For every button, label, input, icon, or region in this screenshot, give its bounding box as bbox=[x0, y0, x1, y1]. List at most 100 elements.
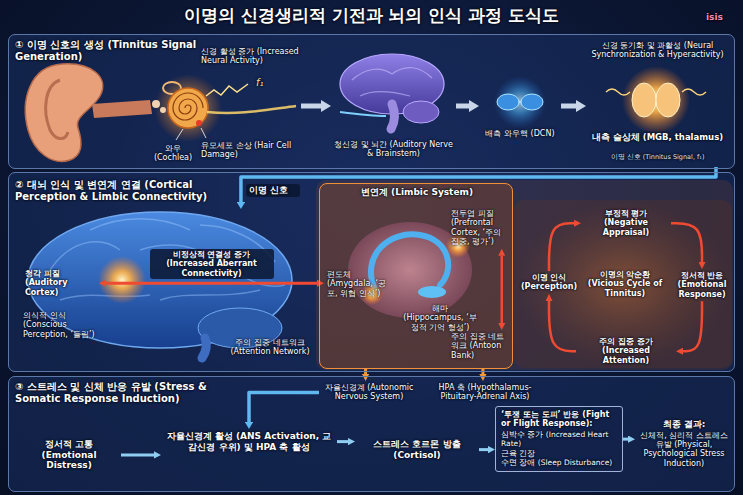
label-slot: f₁ bbox=[256, 77, 274, 89]
text-holder: 주의 집중 증가 (Increased Attention) bbox=[579, 337, 673, 365]
result-step: 최종 결과:신체적, 심리적 스트레스 유발 (Physical, Psycho… bbox=[635, 417, 733, 470]
edge-label-slot: 이명 신호 bbox=[246, 184, 300, 197]
text-holder: 내측 슬상체 (MGB, thalamus) bbox=[586, 132, 729, 142]
prefrontal-cortex: 전두엽 피질 (Prefrontal Cortex, ‘주의 집중, 평가’) bbox=[448, 207, 512, 249]
brainstem-illustration bbox=[340, 112, 386, 116]
text-holder: 정서적 반응 (Emotional Response) bbox=[675, 271, 729, 299]
node-fill bbox=[8, 376, 735, 492]
text-holder: ‘투쟁 또는 도피’ 반응 (Fight or Flight Response)… bbox=[501, 410, 617, 429]
step-text: 정서적 고통 (Emotional Distress) bbox=[20, 439, 118, 471]
cycle-step: 정서적 반응 (Emotional Response) bbox=[672, 269, 732, 301]
response-box: ‘투쟁 또는 도피’ 반응 (Fight or Flight Response)… bbox=[495, 406, 623, 472]
connector-label: 비정상적 연결성 증가 (Increased Aberrant Connecti… bbox=[150, 249, 274, 279]
step-text: 스트레스 호르몬 방출 (Cortisol) bbox=[358, 439, 476, 460]
ear-illustration bbox=[46, 80, 68, 139]
text-holder: 편도체 (Amygdala, ‘공포, 위협 인식’) bbox=[327, 270, 391, 298]
text-holder: 자율신경계 활성 (ANS Activation, 교감신경 우위) 및 HPA… bbox=[164, 431, 334, 452]
orange-region bbox=[514, 200, 732, 368]
text-holder: 해마 (Hippocampus, ‘부정적 기억 형성’) bbox=[401, 304, 479, 332]
brainstem-illustration bbox=[391, 104, 395, 129]
cortex-illustration bbox=[202, 338, 206, 358]
connector-arrow bbox=[249, 392, 319, 422]
text-holder: 유모세포 손상 (Hair Cell Damage) bbox=[201, 141, 299, 160]
part-label: 자율신경계 (Autonomic Nervous System) bbox=[322, 383, 416, 402]
thalamus-stage: 신경 동기화 및 과활성 (Neural Synchronization & H… bbox=[586, 39, 729, 167]
text-holder: 최종 결과: bbox=[638, 419, 730, 430]
title-slot: 이명의 신경생리적 기전과 뇌의 인식 과정 도식도 bbox=[0, 5, 743, 25]
dcn-stage: 배측 와우핵 (DCN) bbox=[479, 45, 561, 167]
cycle-step: 이명 인식 (Perception) bbox=[517, 271, 581, 294]
ear-illustration bbox=[160, 107, 166, 113]
connector-arrow bbox=[106, 282, 317, 285]
section-heading: ② 대뇌 인식 및 변연계 연결 (Cortical Perception & … bbox=[15, 179, 227, 203]
text-holder: 근육 긴장 bbox=[501, 450, 617, 459]
connector-arrow bbox=[683, 301, 702, 351]
text-holder: 수면 장애 (Sleep Disturbance) bbox=[501, 459, 617, 468]
ear-illustration bbox=[25, 64, 102, 162]
node-fill bbox=[495, 406, 623, 472]
text-holder: 스트레스 호르몬 방출 (Cortisol) bbox=[358, 439, 476, 460]
text-holder: 이명 신호 (Tinnitus Signal, f₁) bbox=[586, 154, 729, 162]
orange-region bbox=[316, 180, 733, 370]
ear-illustration bbox=[176, 129, 183, 140]
part-label: 신경 동기화 및 과활성 (Neural Synchronization & H… bbox=[586, 41, 729, 60]
thalamus-illustration bbox=[656, 83, 680, 117]
connector-arrow bbox=[671, 223, 702, 262]
process-step: 스트레스 호르몬 방출 (Cortisol) bbox=[355, 437, 479, 462]
cycle-text: 부정적 평가 (Negative Appraisal) bbox=[584, 209, 668, 237]
signal-label: 이명 신호 (Tinnitus Signal, f₁) bbox=[586, 154, 729, 162]
process-step: 자율신경계 활성 (ANS Activation, 교감신경 우위) 및 HPA… bbox=[161, 429, 337, 454]
step-text: 자율신경계 활성 (ANS Activation, 교감신경 우위) 및 HPA… bbox=[164, 431, 334, 452]
cycle-text: 주의 집중 증가 (Increased Attention) bbox=[579, 337, 673, 365]
text-holder: 심박수 증가 (Increased Heart Rate) bbox=[501, 431, 617, 449]
cycle-title: 이명의 악순환 (Vicious Cycle of Tinnitus) bbox=[586, 270, 664, 298]
text-holder: 배측 와우핵 (DCN) bbox=[479, 129, 561, 138]
section-heading: ③ 스트레스 및 신체 반응 유발 (Stress & Somatic Resp… bbox=[15, 381, 215, 405]
label-slot: 이명의 악순환 (Vicious Cycle of Tinnitus) bbox=[586, 270, 664, 298]
label-slot: isis bbox=[706, 12, 738, 23]
node-fill bbox=[8, 34, 735, 492]
part-label: 내측 슬상체 (MGB, thalamus) bbox=[586, 132, 729, 142]
part-label: 신경 활성 증가 (Increased Neural Activity) bbox=[201, 47, 299, 66]
process-step: 정서적 고통 (Emotional Distress) bbox=[17, 437, 121, 473]
section-panel: ③ 스트레스 및 신체 반응 유발 (Stress & Somatic Resp… bbox=[8, 376, 735, 492]
connector-arrow bbox=[549, 301, 576, 351]
ear-illustration bbox=[206, 84, 248, 96]
edge-label-slot: 비정상적 연결성 증가 (Increased Aberrant Connecti… bbox=[150, 249, 274, 279]
text-holder: 자율신경계 (Autonomic Nervous System) bbox=[322, 383, 416, 402]
cortex-illustration bbox=[28, 212, 292, 348]
part-label: 청각 피질 (Auditory Cortex) bbox=[25, 269, 97, 297]
section-heading: ① 이명 신호의 생성 (Tinnitus Signal Generation) bbox=[15, 39, 199, 63]
auditory-cortex: 청각 피질 (Auditory Cortex) bbox=[23, 267, 99, 299]
amygdala: 편도체 (Amygdala, ‘공포, 위협 인식’) bbox=[324, 268, 394, 300]
limbic-illustration bbox=[418, 286, 446, 298]
part-label: 배측 와우핵 (DCN) bbox=[479, 129, 561, 138]
cycle-text: 정서적 반응 (Emotional Response) bbox=[675, 271, 729, 299]
thalamus-illustration bbox=[632, 83, 656, 117]
brainstem-illustration bbox=[403, 101, 439, 123]
connector-arrow bbox=[456, 104, 469, 109]
text-holder: ② 대뇌 인식 및 변연계 연결 (Cortical Perception & … bbox=[15, 179, 227, 203]
watermark: isis bbox=[706, 12, 738, 23]
text-holder: 의식적 인식 (Conscious Perception, ‘들림’) bbox=[23, 311, 107, 339]
part-label: 해마 (Hippocampus, ‘부정적 기억 형성’) bbox=[401, 304, 479, 332]
text-holder: 신경 활성 증가 (Increased Neural Activity) bbox=[201, 47, 299, 66]
ear-illustration bbox=[196, 120, 202, 126]
text-holder: 전두엽 피질 (Prefrontal Cortex, ‘주의 집중, 평가’) bbox=[451, 209, 509, 247]
part-label: 유모세포 손상 (Hair Cell Damage) bbox=[201, 141, 299, 160]
cycle-step: 부정적 평가 (Negative Appraisal) bbox=[581, 207, 671, 239]
text-holder: 와우 (Cochlea) bbox=[147, 144, 199, 163]
brainstem-illustration bbox=[340, 54, 444, 129]
ear-illustration bbox=[173, 93, 203, 120]
text-holder: 신경 동기화 및 과활성 (Neural Synchronization & H… bbox=[586, 41, 729, 60]
thalamus-illustration bbox=[606, 66, 706, 134]
ear-stage: 신경 활성 증가 (Increased Neural Activity) 와우 (… bbox=[21, 45, 301, 167]
part-label: 주의 집중 네트워크 (Antoon Bank) bbox=[451, 332, 509, 360]
orange-region bbox=[316, 180, 733, 370]
hippocampus: 해마 (Hippocampus, ‘부정적 기억 형성’) bbox=[398, 302, 482, 334]
signal-symbol: f₁ bbox=[256, 77, 274, 89]
part-label: 의식적 인식 (Conscious Perception, ‘들림’) bbox=[23, 311, 107, 339]
part-label: 청신경 및 뇌간 (Auditory Nerve & Brainstem) bbox=[331, 140, 456, 159]
part-label: HPA 축 (Hypothalamus-Pituitary-Adrenal Ax… bbox=[432, 383, 538, 402]
